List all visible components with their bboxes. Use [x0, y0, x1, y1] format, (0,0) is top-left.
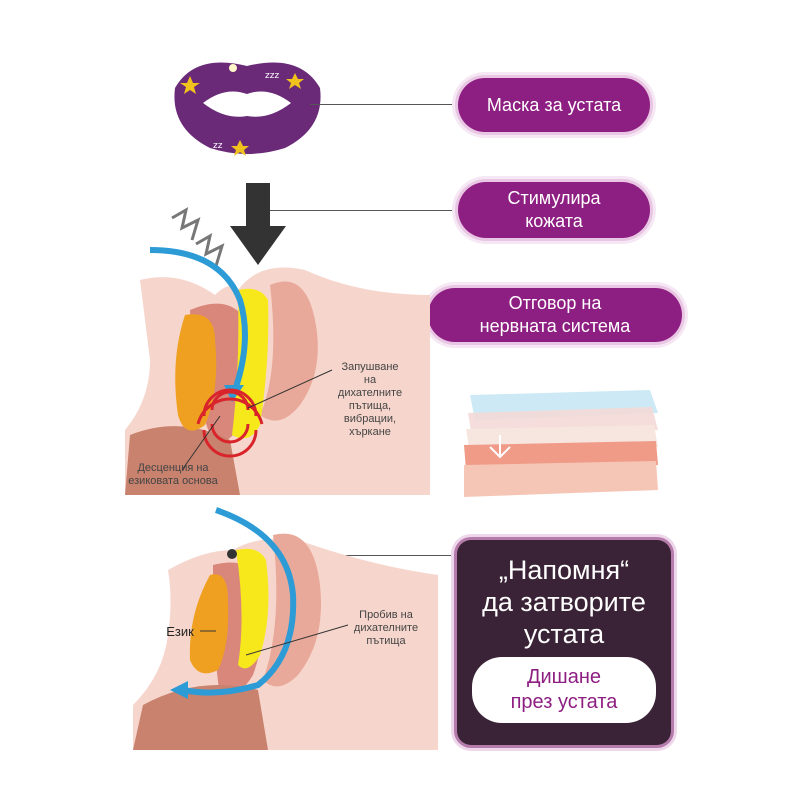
head-cross-section-snoring — [125, 247, 430, 495]
breakthrough-line-1: Пробив на — [359, 609, 413, 621]
obstruction-line-6: хъркане — [349, 426, 391, 438]
response-label: Отговор на нервната система — [428, 288, 682, 342]
down-arrow-icon — [230, 183, 286, 265]
mask-label: Маска за устата — [458, 78, 650, 132]
reminder-line-1: „Напомня“ — [498, 555, 630, 585]
breakthrough-line-3: пътища — [366, 635, 406, 647]
breakthrough-text: Пробив на дихателните пътища — [346, 609, 426, 648]
obstruction-text: Запушване на дихателните пътища, вибраци… — [325, 361, 415, 439]
breakthrough-line-2: дихателните — [353, 622, 419, 634]
stimulates-line1: Стимулира — [507, 188, 601, 208]
mouth-breathing-line-2: през устата — [510, 691, 618, 713]
tongue-label: Език — [166, 624, 194, 639]
descent-line-1: Десценция на — [137, 462, 209, 474]
reminder-line-3: устата — [523, 619, 605, 649]
descent-line-2: езиковата основа — [128, 475, 218, 487]
head-cross-section-open-airway — [133, 507, 438, 750]
mouth-breathing-pill: Дишане през устата — [472, 657, 656, 723]
obstruction-line-2: на — [363, 374, 377, 386]
svg-text:zzz: zzz — [265, 71, 279, 81]
reminder-line-2: да затворите — [482, 587, 646, 617]
response-line1: Отговор на — [508, 293, 602, 313]
mask-label-text: Маска за устата — [486, 94, 622, 115]
skin-layers-image — [464, 390, 658, 497]
response-line2: нервната система — [479, 316, 631, 336]
connector-stimulates — [270, 210, 460, 211]
stimulates-line2: кожата — [525, 211, 583, 231]
descent-text: Десценция на езиковата основа — [118, 462, 228, 488]
obstruction-line-5: вибрации, — [343, 413, 397, 425]
mouth-mask-image: zzz zz — [174, 62, 321, 156]
obstruction-line-4: пътища, — [348, 400, 392, 412]
mouth-breathing-line-1: Дишане — [526, 666, 602, 688]
svg-text:zz: zz — [213, 141, 223, 151]
vibration-zigzag-icon — [171, 207, 225, 267]
obstruction-line-3: дихателните — [337, 387, 403, 399]
reminder-box: „Напомня“ да затворите устата Дишане пре… — [457, 540, 671, 745]
connector-mask — [310, 104, 460, 105]
obstruction-line-1: Запушване — [341, 361, 399, 373]
stimulates-label: Стимулира кожата — [458, 182, 650, 238]
